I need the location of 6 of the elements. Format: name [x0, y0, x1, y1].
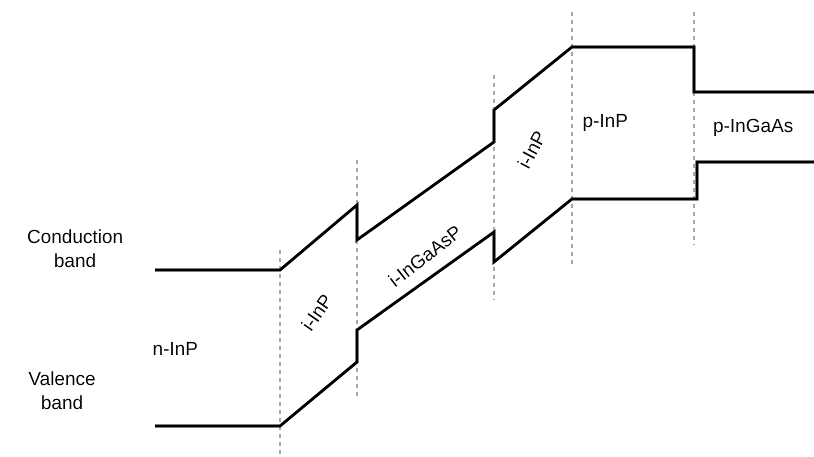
band-label: Conduction band: [26, 226, 124, 274]
band-label: Valence band: [27, 368, 97, 416]
layer-label: i-InP: [512, 126, 552, 173]
layer-label: p-InGaAs: [713, 114, 794, 138]
layer-label: p-InP: [582, 110, 628, 134]
layer-label: n-InP: [152, 338, 198, 362]
